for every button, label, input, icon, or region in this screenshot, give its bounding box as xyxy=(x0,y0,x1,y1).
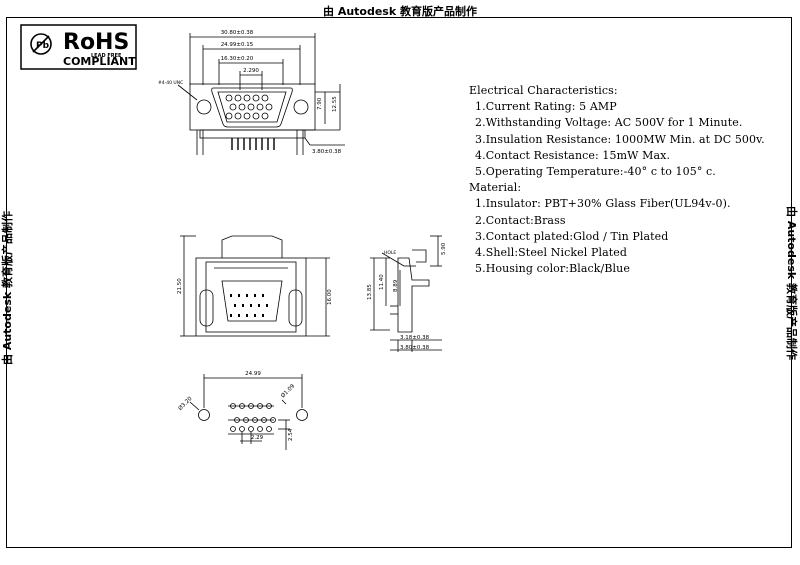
rohs-sub2: COMPLIANT xyxy=(63,55,136,68)
screw-label: #4-40 UNC xyxy=(158,80,183,86)
rohs-sub1: LEAD FREE xyxy=(91,53,122,59)
electrical-item: 4.Contact Resistance: 15mW Max. xyxy=(475,148,671,162)
dim-screw: 24.99±0.15 xyxy=(221,42,254,48)
dim-fp-pin: Ø1.09 xyxy=(279,382,296,399)
spec-block: Electrical Characteristics: 1.Current Ra… xyxy=(469,83,765,277)
dim-fp-row: 2.54 xyxy=(288,428,294,441)
electrical-item: 2.Withstanding Voltage: AC 500V for 1 Mi… xyxy=(475,116,743,130)
electrical-item: 3.Insulation Resistance: 1000MW Min. at … xyxy=(475,132,765,146)
front-view xyxy=(180,235,330,337)
dim-pitch: 2.290 xyxy=(243,68,259,74)
footprint-pins xyxy=(230,403,276,432)
material-item: 4.Shell:Steel Nickel Plated xyxy=(475,246,628,260)
dim-side-bot1: 3.18±0.38 xyxy=(400,335,430,341)
dim-side-bot2: 3.80±0.38 xyxy=(400,345,430,351)
dim-h-inner: 7.90 xyxy=(317,97,323,110)
lead-free-icon xyxy=(30,33,52,55)
rohs-mark: Pb xyxy=(36,41,50,51)
dim-side-b: 11.40 xyxy=(379,274,385,290)
dim-side-c: 8.89 xyxy=(393,279,399,292)
side-label: HOLE xyxy=(384,250,396,256)
side-view-labels: HOLE 13.85 11.40 8.89 5.90 3.18±0.38 3.8… xyxy=(367,242,447,351)
material-item: 2.Contact:Brass xyxy=(475,213,566,227)
material-item: 1.Insulator: PBT+30% Glass Fiber(UL94v-0… xyxy=(475,197,731,211)
footprint-view xyxy=(189,374,308,450)
dim-tail: 3.80±0.38 xyxy=(312,149,342,155)
front-view-labels: 21.50 16.00 xyxy=(177,278,333,305)
rohs-badge: Pb RoHS LEAD FREE COMPLIANT xyxy=(20,24,137,70)
dim-side-d: 5.90 xyxy=(441,242,447,255)
dim-h-outer: 12.55 xyxy=(332,96,338,112)
material-item: 3.Contact plated:Glod / Tin Plated xyxy=(475,229,669,243)
drawing-frame xyxy=(6,17,792,548)
watermark-top: 由 Autodesk 教育版产品制作 xyxy=(322,5,477,18)
electrical-item: 1.Current Rating: 5 AMP xyxy=(475,100,617,114)
dim-h-right: 16.00 xyxy=(327,289,333,305)
dim-fp-width: 24.99 xyxy=(245,371,261,377)
side-view xyxy=(370,235,442,352)
dim-body: 16.30±0.20 xyxy=(221,56,254,62)
dim-side-a: 13.85 xyxy=(367,284,373,300)
material-item: 5.Housing color:Black/Blue xyxy=(475,262,630,276)
electrical-item: 5.Operating Temperature:-40° c to 105° c… xyxy=(475,165,716,179)
top-view-labels: 30.80±0.38 24.99±0.15 16.30±0.20 2.290 #… xyxy=(158,30,342,155)
dim-overall: 30.80±0.38 xyxy=(221,30,254,36)
pin-grid xyxy=(225,94,273,120)
rohs-title: RoHS xyxy=(63,30,129,55)
top-view xyxy=(177,33,345,155)
dim-fp-pitch: 2.29 xyxy=(251,435,264,441)
electrical-title: Electrical Characteristics: xyxy=(469,84,618,97)
dim-h-left: 21.50 xyxy=(177,278,183,294)
material-title: Material: xyxy=(469,181,522,195)
